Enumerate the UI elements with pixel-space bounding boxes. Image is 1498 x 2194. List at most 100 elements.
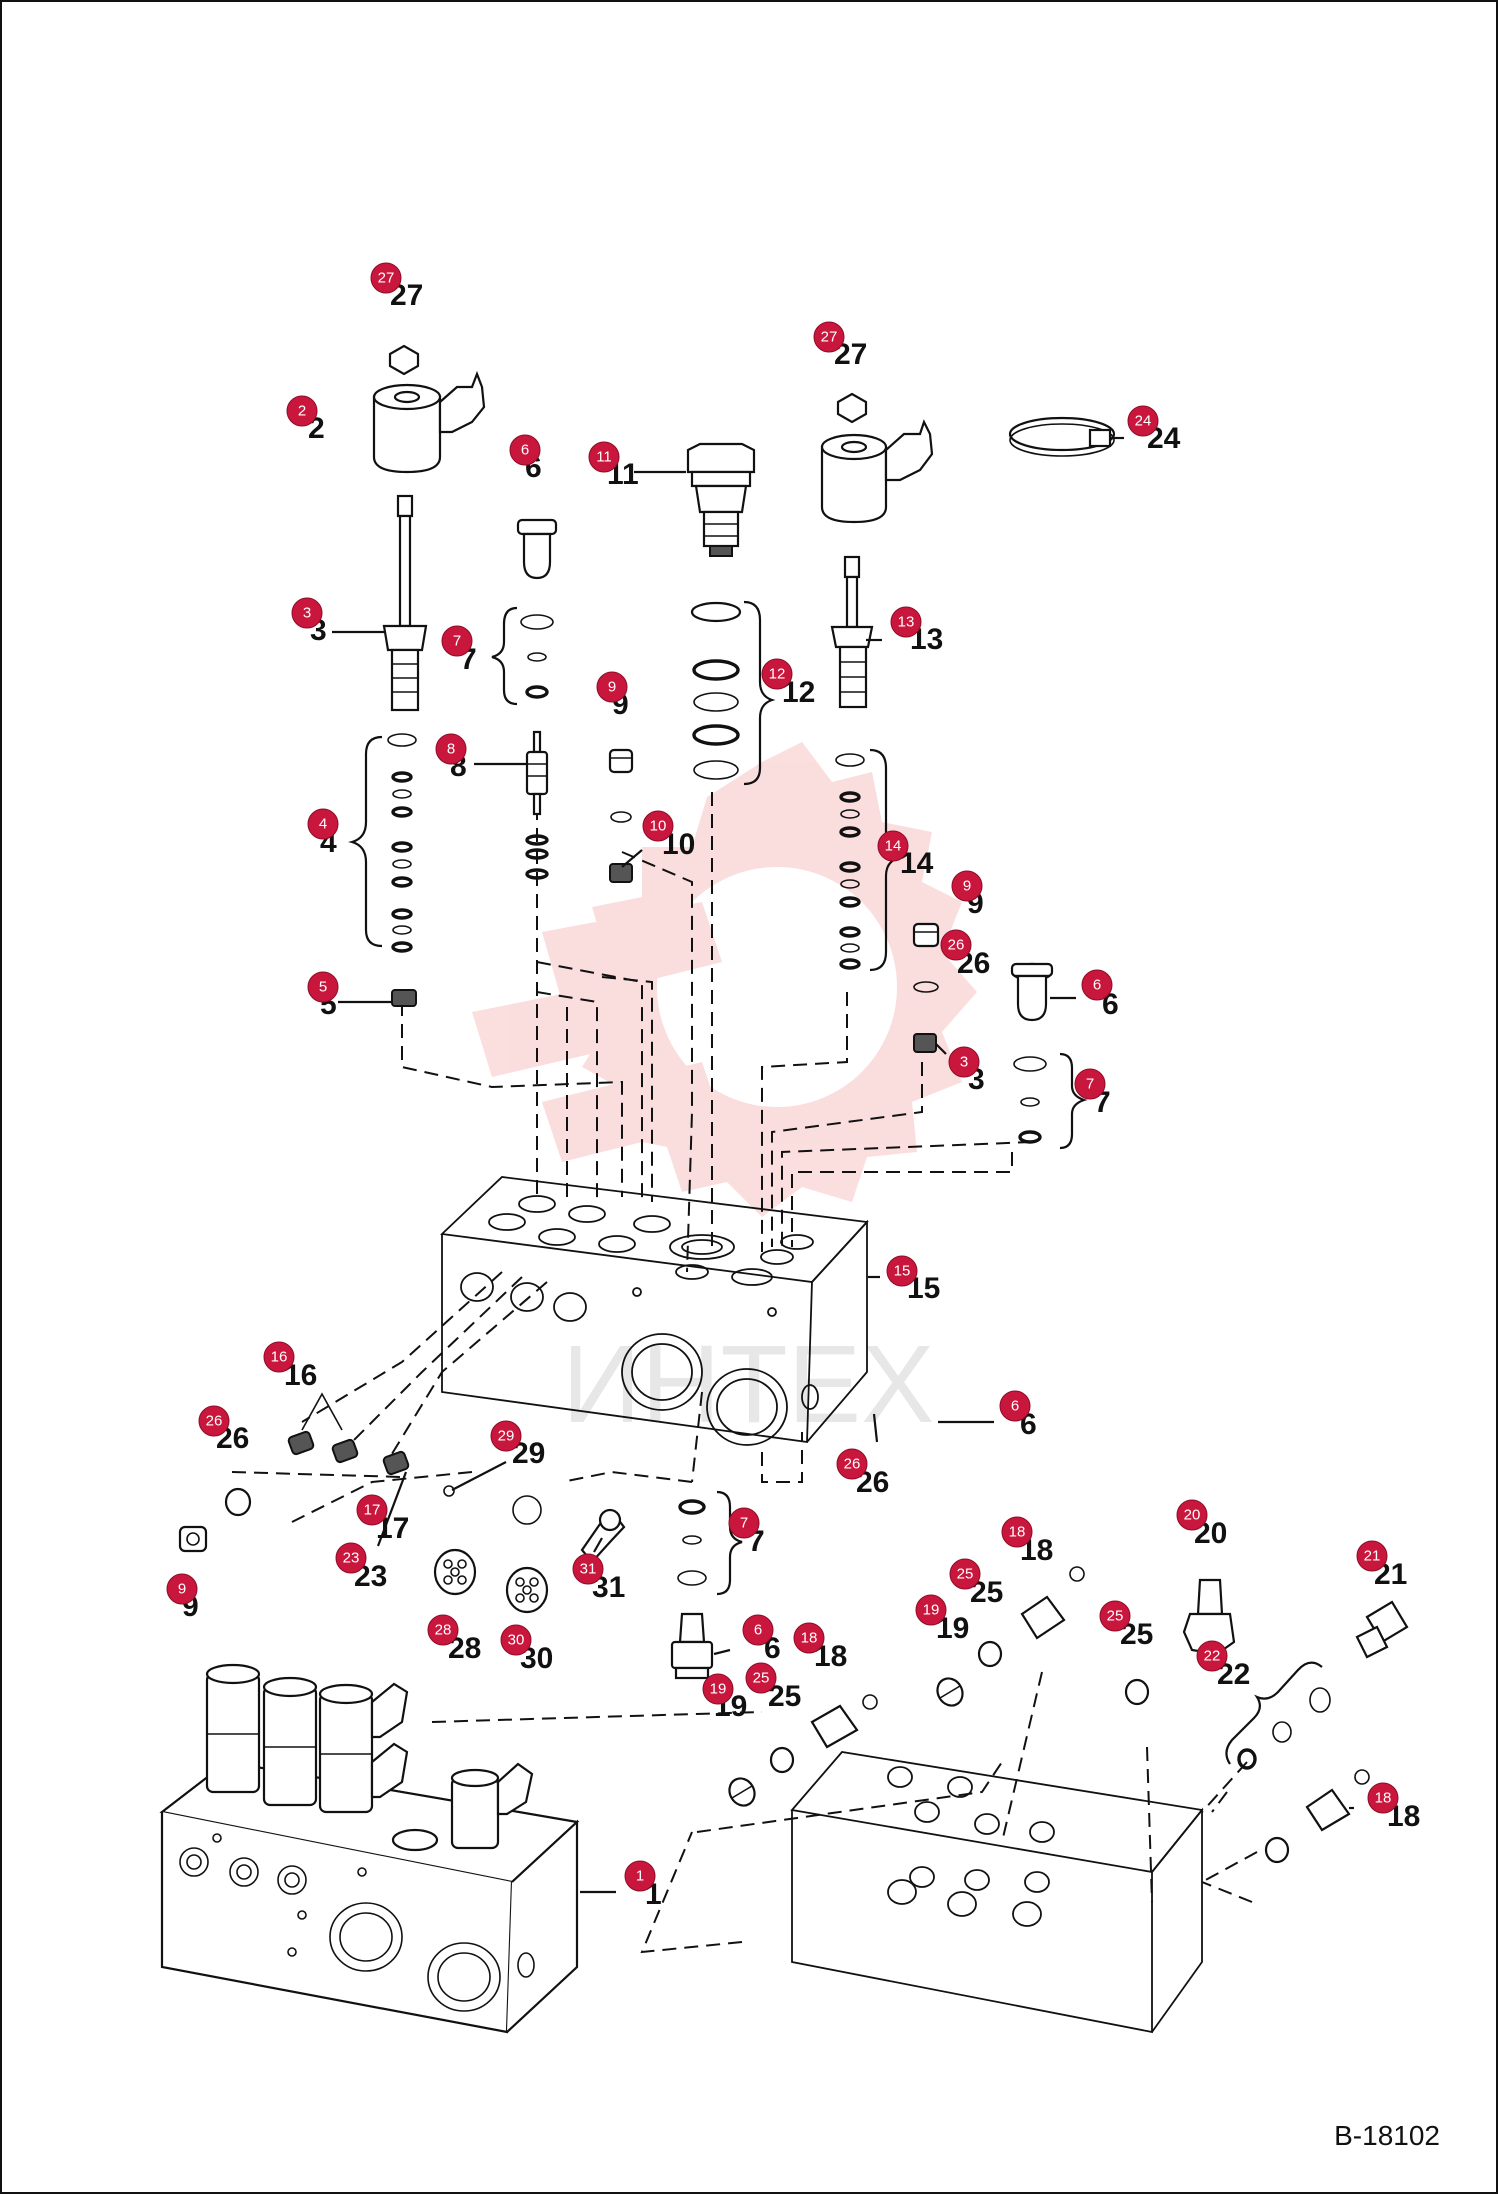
callout-7[interactable]: 77 xyxy=(728,1507,765,1558)
part-24-hose-clamp[interactable] xyxy=(1008,416,1116,457)
part-12-seal-kit-relief[interactable] xyxy=(690,600,776,786)
part-2-solenoid-coil-left[interactable] xyxy=(372,370,486,474)
callout-6[interactable]: 66 xyxy=(1050,969,1119,1021)
callout-3[interactable]: 33 xyxy=(935,1043,985,1096)
callout-8[interactable]: 88 xyxy=(435,733,527,783)
callout-9[interactable]: 99 xyxy=(596,671,629,721)
callout-7[interactable]: 77 xyxy=(441,625,477,676)
callout-badge-number: 5 xyxy=(319,979,327,996)
part-18-fitting-a[interactable] xyxy=(810,1694,878,1749)
part-19-plug-b[interactable] xyxy=(933,1674,968,1710)
part-6-cartridge-valve-lower[interactable] xyxy=(670,1612,714,1680)
part-6-cartridge-valve-top[interactable] xyxy=(516,518,558,580)
callout-1[interactable]: 11 xyxy=(580,1860,662,1911)
part-6-cartridge-valve-right[interactable] xyxy=(1010,962,1054,1022)
part-17-orifice[interactable] xyxy=(382,1450,410,1476)
part-15-valve-manifold[interactable] xyxy=(440,1176,869,1446)
part-16-orifice-pair[interactable] xyxy=(287,1392,359,1464)
part-26-oring-left[interactable] xyxy=(224,1487,252,1517)
part-26-oring-right[interactable] xyxy=(913,981,939,993)
callout-5[interactable]: 55 xyxy=(307,971,392,1021)
part-10-orifice[interactable] xyxy=(609,811,633,883)
part-30-filter-screen[interactable] xyxy=(505,1566,549,1614)
part-18-fitting-c[interactable] xyxy=(1264,1769,1370,1864)
part-25-oring-a[interactable] xyxy=(769,1746,795,1774)
part-19-plug-a[interactable] xyxy=(725,1774,760,1810)
callout-badge-number: 3 xyxy=(960,1054,968,1071)
callout-6[interactable]: 66 xyxy=(938,1390,1037,1441)
callout-badge-circle xyxy=(291,597,323,629)
part-29-ball-large[interactable] xyxy=(512,1495,542,1525)
part-2-solenoid-coil-right[interactable] xyxy=(820,419,934,524)
part-29-ball-small[interactable] xyxy=(443,1485,455,1497)
part-9-plug-left[interactable] xyxy=(178,1525,208,1553)
part-28-filter-screen[interactable] xyxy=(433,1548,477,1596)
part-7-seal-kit-upper[interactable] xyxy=(491,606,554,706)
part-4-seal-kit-left[interactable] xyxy=(348,733,417,953)
part-27-nut-right[interactable] xyxy=(836,392,868,424)
part-3-fitting-right[interactable] xyxy=(913,1033,937,1053)
part-7-seal-kit-right[interactable] xyxy=(1013,1052,1088,1150)
callout-badge-circle xyxy=(915,1594,947,1626)
part-3-cartridge-stem-left[interactable] xyxy=(382,494,428,712)
part-5-fitting-left[interactable] xyxy=(391,989,417,1007)
callout-badge-number: 20 xyxy=(1184,1507,1201,1524)
part-1-valve-assembly[interactable] xyxy=(159,1663,580,2034)
callout-badge-number: 7 xyxy=(740,1515,748,1532)
callout-9[interactable]: 99 xyxy=(951,870,984,920)
part-21-adapter-fitting[interactable] xyxy=(1355,1600,1409,1659)
callout-badge-circle xyxy=(642,810,674,842)
callout-badge-circle xyxy=(1127,405,1159,437)
part-25-oring-c[interactable] xyxy=(1124,1678,1150,1706)
callout-9[interactable]: 99 xyxy=(166,1573,199,1623)
callout-badge-circle xyxy=(761,658,793,690)
part-13-cartridge-stem-right[interactable] xyxy=(830,555,874,709)
callout-4[interactable]: 44 xyxy=(307,808,339,859)
callout-7[interactable]: 77 xyxy=(1074,1068,1111,1119)
part-9-plug-center[interactable] xyxy=(608,748,634,774)
callout-3[interactable]: 33 xyxy=(291,597,384,647)
part-18-fitting-b[interactable] xyxy=(1020,1566,1085,1640)
callout-6[interactable]: 66 xyxy=(713,1614,781,1665)
callout-badge-circle xyxy=(1176,1499,1208,1531)
part-9-plug-right[interactable] xyxy=(912,922,940,948)
callout-6[interactable]: 66 xyxy=(509,434,542,484)
callout-2[interactable]: 22 xyxy=(286,395,325,445)
part-25-oring-b[interactable] xyxy=(977,1640,1003,1668)
part-8-spool[interactable] xyxy=(525,730,549,880)
part-11-relief-valve[interactable] xyxy=(686,442,756,557)
part-7-seal-kit-lower[interactable] xyxy=(677,1490,743,1596)
part-22-seal-kit[interactable] xyxy=(1225,1661,1331,1770)
part-27-nut-left[interactable] xyxy=(388,344,420,376)
